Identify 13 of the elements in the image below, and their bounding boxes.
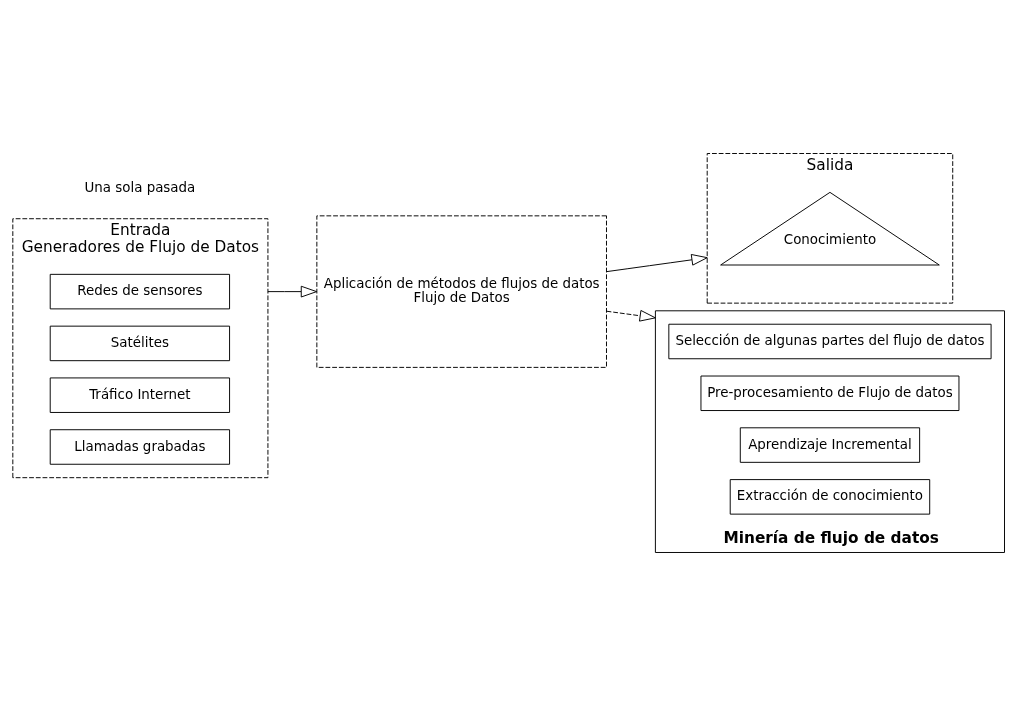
node-box: Llamadas grabadas bbox=[49, 429, 231, 465]
arrow bbox=[606, 254, 708, 273]
node-box: Extracción de conocimiento bbox=[729, 479, 931, 515]
node-box: Redes de sensores bbox=[49, 273, 231, 310]
node-box: Tráfico Internet bbox=[49, 377, 231, 413]
node-box: Selección de algunas partes del flujo de datos bbox=[668, 323, 992, 360]
node-box: Aplicación de métodos de flujos de datos Flujo de Datos bbox=[316, 215, 607, 368]
node-box: Aprendizaje Incremental bbox=[739, 427, 921, 463]
arrow bbox=[267, 285, 318, 298]
node-box: Satélites bbox=[49, 325, 231, 362]
label: Una sola pasada bbox=[84, 179, 196, 195]
arrow bbox=[606, 309, 656, 322]
node-box: Pre-procesamiento de Flujo de datos bbox=[700, 375, 960, 412]
